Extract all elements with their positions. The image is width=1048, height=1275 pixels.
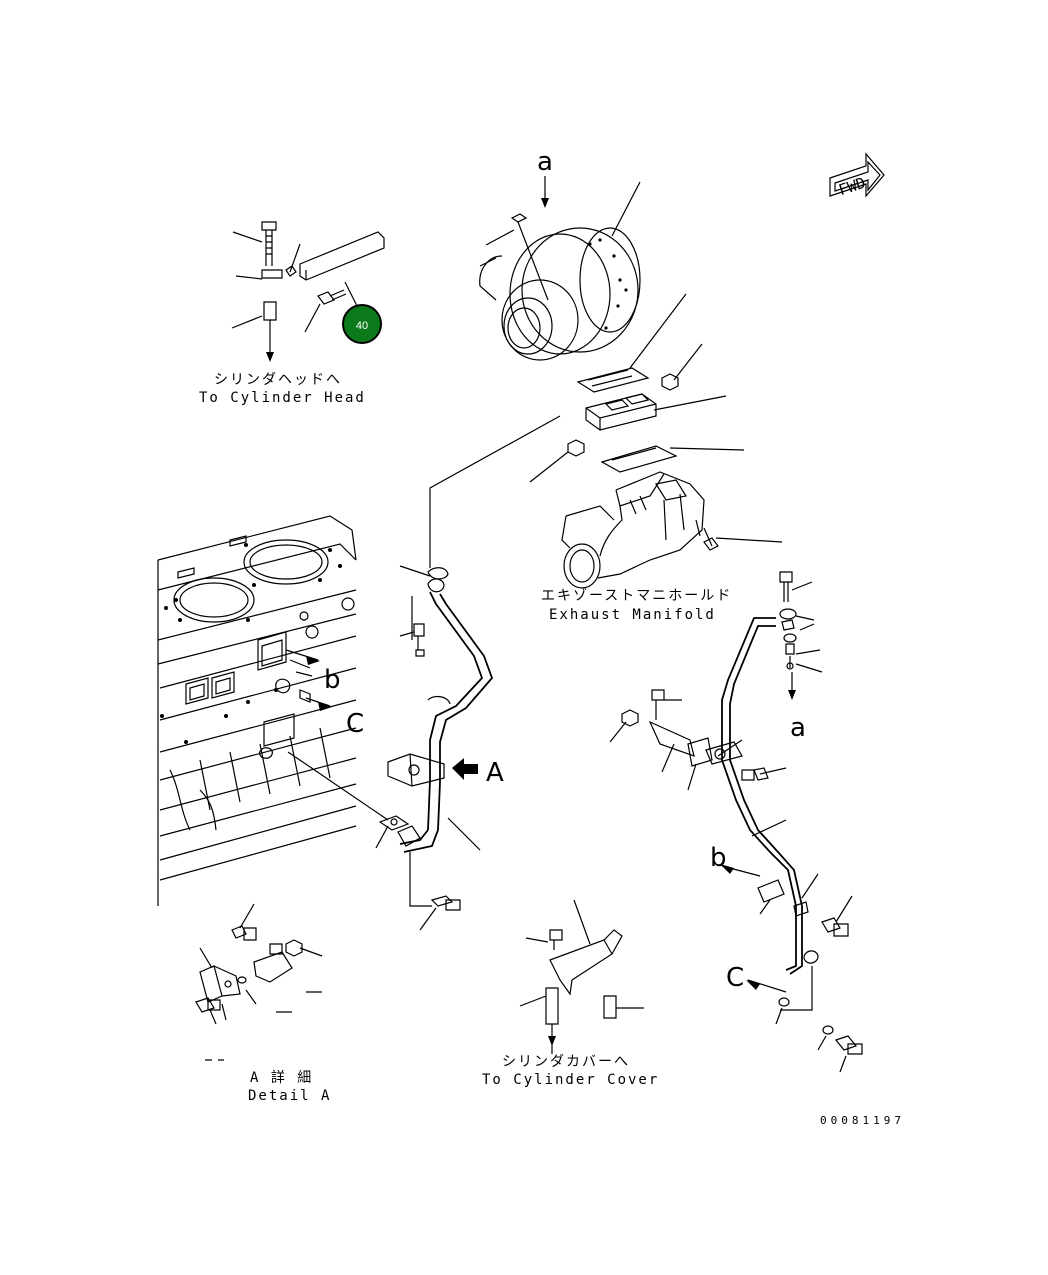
to-cylinder-cover-jp: シリンダカバーへ bbox=[502, 1054, 630, 1070]
center-oil-pipe bbox=[287, 415, 561, 931]
turbocharger bbox=[479, 181, 641, 361]
marker-a-top: a bbox=[537, 147, 553, 177]
callout-40-number: 40 bbox=[356, 320, 368, 332]
to-cylinder-head-en: To Cylinder Head bbox=[199, 390, 366, 406]
callout-40[interactable]: 40 bbox=[342, 304, 382, 344]
drawing-number: 00081197 bbox=[820, 1114, 905, 1127]
to-cylinder-head-jp: シリンダヘッドへ bbox=[214, 372, 342, 388]
engine-block bbox=[157, 515, 357, 906]
marker-a-right: a bbox=[790, 713, 806, 743]
turbo-flange-gaskets bbox=[529, 293, 745, 483]
to-cylinder-cover-en: To Cylinder Cover bbox=[482, 1072, 659, 1088]
arrow-a-icon bbox=[452, 758, 478, 780]
right-oil-pipe bbox=[609, 571, 863, 1073]
exhaust-manifold bbox=[561, 471, 783, 589]
cylinder-cover-bracket bbox=[519, 899, 644, 1054]
exhaust-manifold-en: Exhaust Manifold bbox=[549, 607, 716, 623]
marker-b-left: b bbox=[324, 665, 341, 695]
cylinder-head-bracket-group bbox=[231, 221, 385, 362]
exhaust-manifold-jp: エキゾーストマニホールド bbox=[541, 588, 732, 604]
fwd-label: FWD bbox=[836, 174, 867, 199]
marker-b-right: b bbox=[710, 843, 727, 873]
fwd-badge: FWD bbox=[829, 152, 885, 199]
detail-a bbox=[195, 903, 323, 1061]
marker-c-right: C bbox=[726, 963, 744, 993]
marker-A: A bbox=[486, 758, 504, 788]
detail-a-en: Detail A bbox=[248, 1088, 331, 1104]
marker-c-left: C bbox=[346, 709, 364, 739]
detail-a-jp: A 詳 細 bbox=[250, 1070, 313, 1086]
